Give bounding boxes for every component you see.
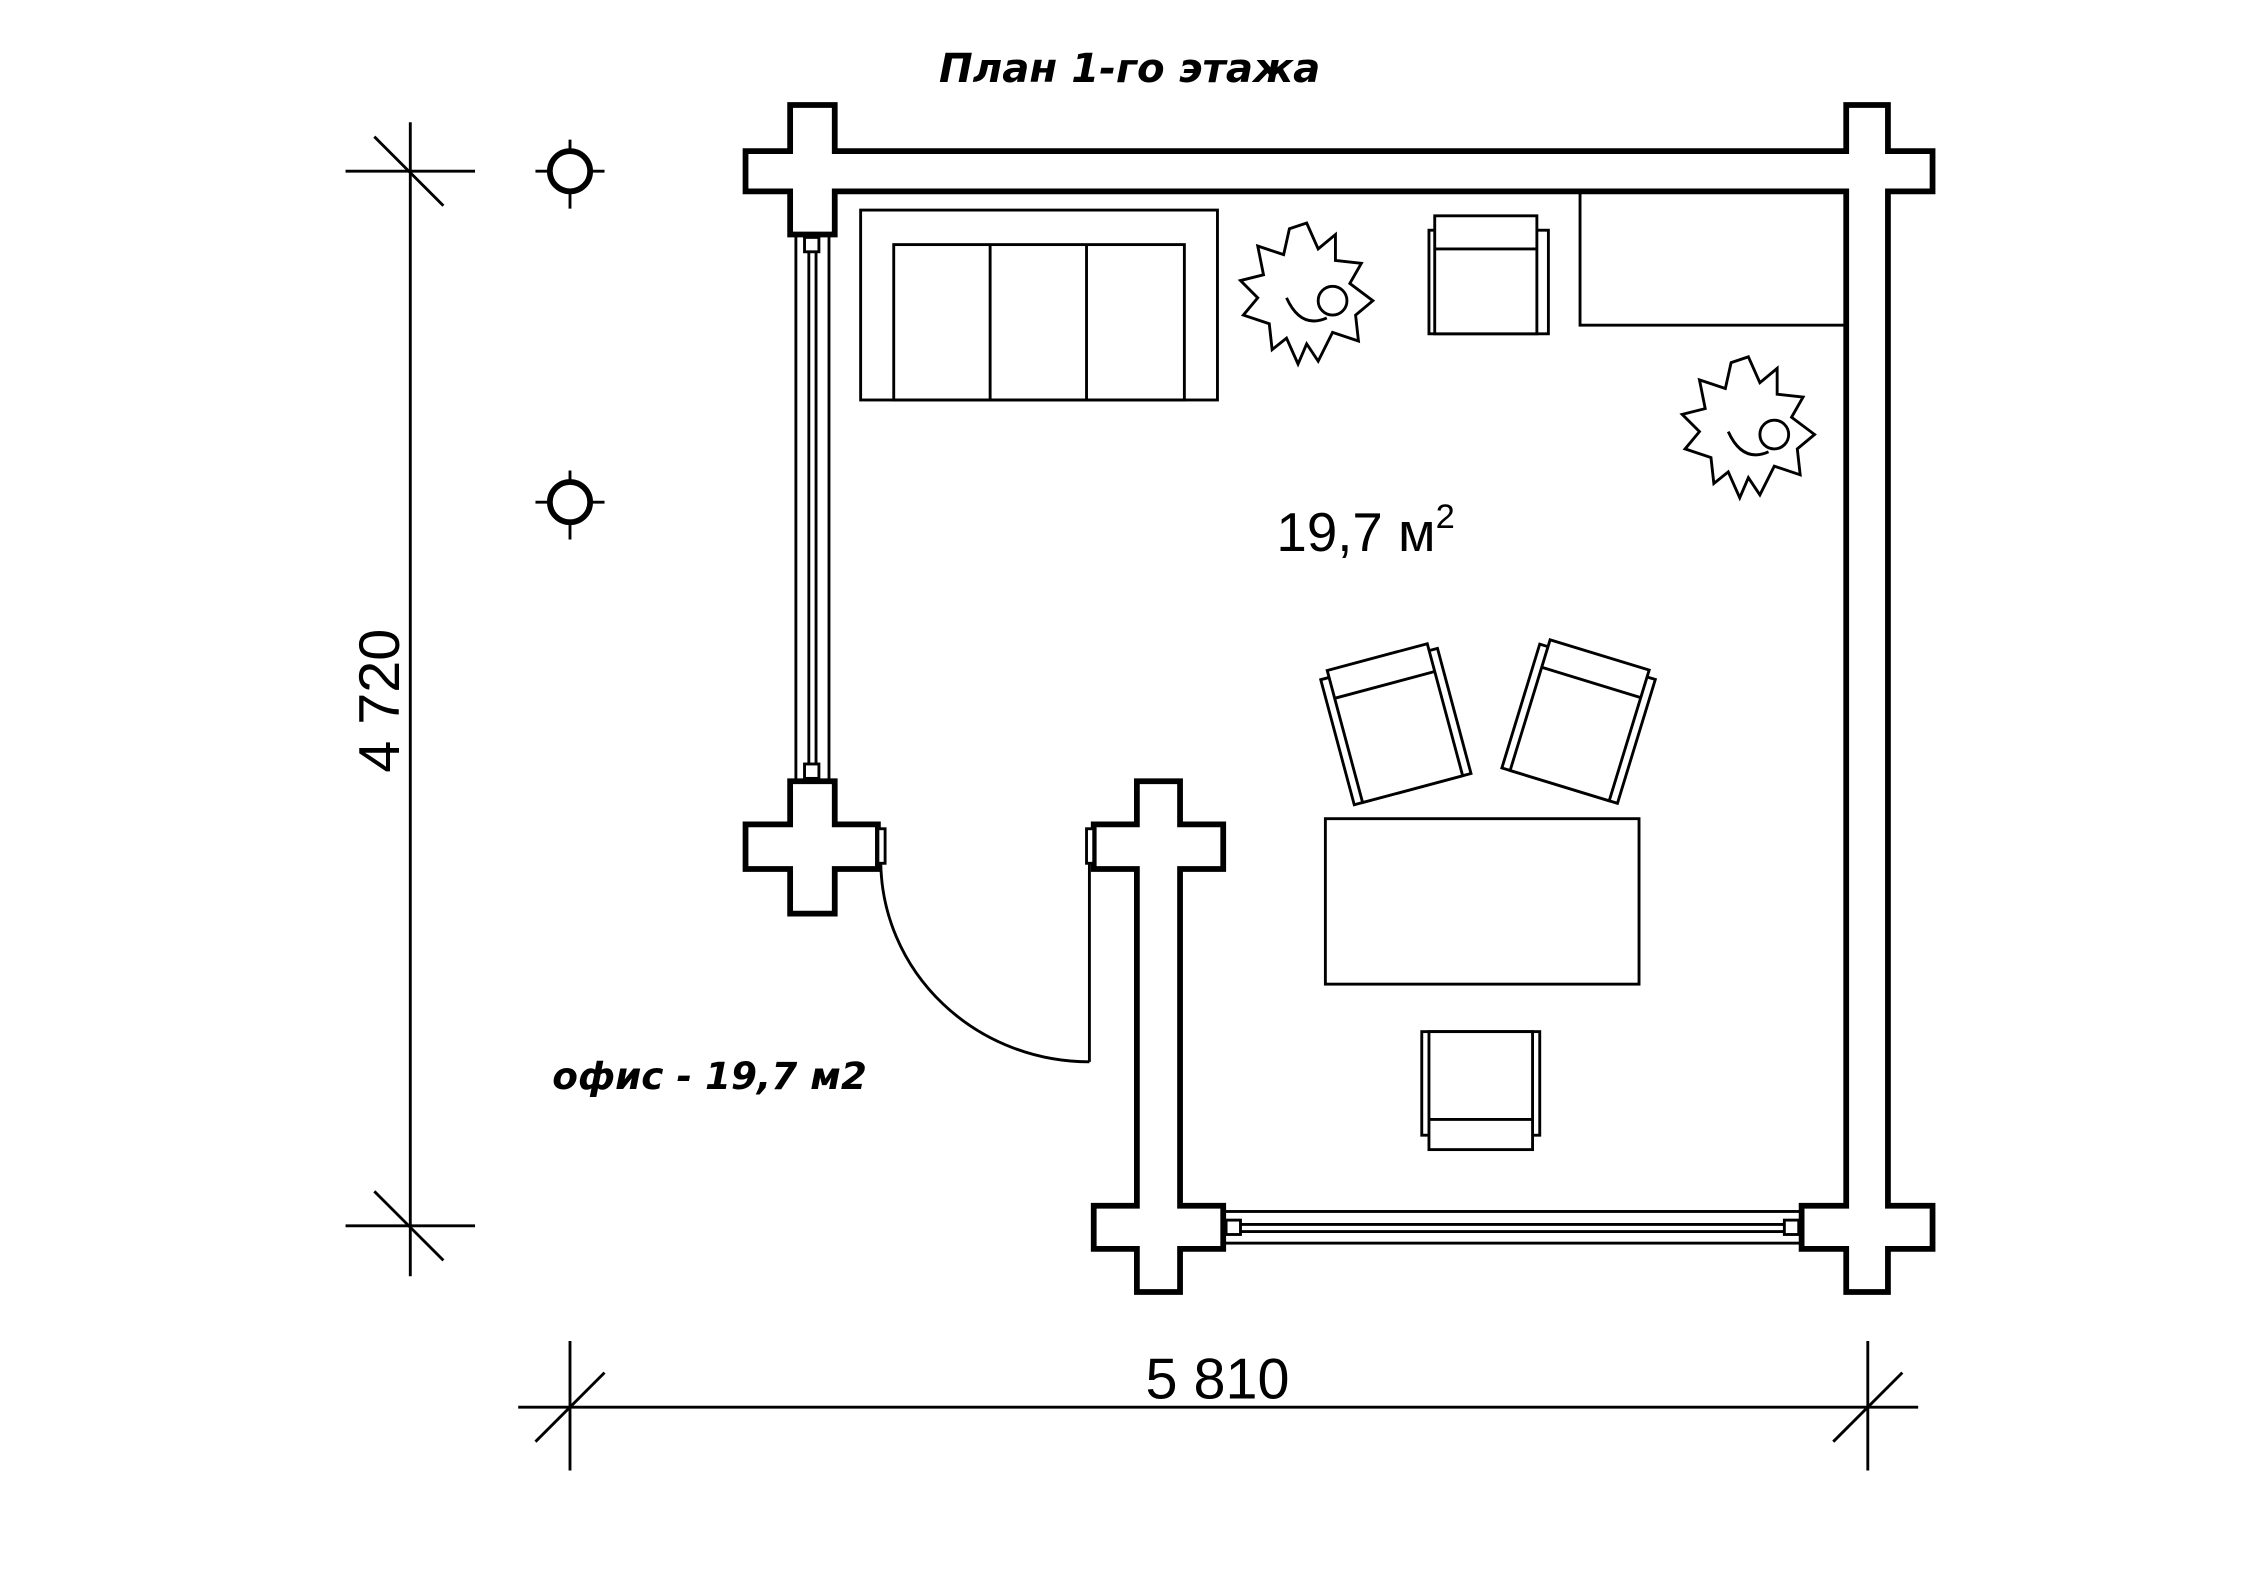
table [1323,817,1641,986]
dimension-width: 5 810 [518,1340,1919,1471]
window-left [794,233,831,783]
plan-title: План 1-го этажа [939,46,1320,92]
plant-icon [1679,355,1817,502]
room-name-label: офис - 19,7 м2 [552,1054,867,1098]
room-area-label: 19,7 м2 [1276,498,1454,563]
window-bottom [1221,1210,1804,1245]
dimension-height: 4 720 [345,122,476,1277]
plant-icon [1237,221,1376,368]
armchair-right [1500,637,1658,806]
dimension-width-label: 5 810 [1145,1348,1289,1412]
door [876,827,1096,1064]
armchair-top [1427,214,1550,336]
chair-bottom [1420,1030,1542,1152]
sofa [859,208,1219,402]
cabinet [1578,189,1848,327]
dimension-height-label: 4 720 [348,629,412,773]
armchair-left [1318,641,1473,807]
porch-columns [535,139,605,540]
walls [742,102,1936,1295]
